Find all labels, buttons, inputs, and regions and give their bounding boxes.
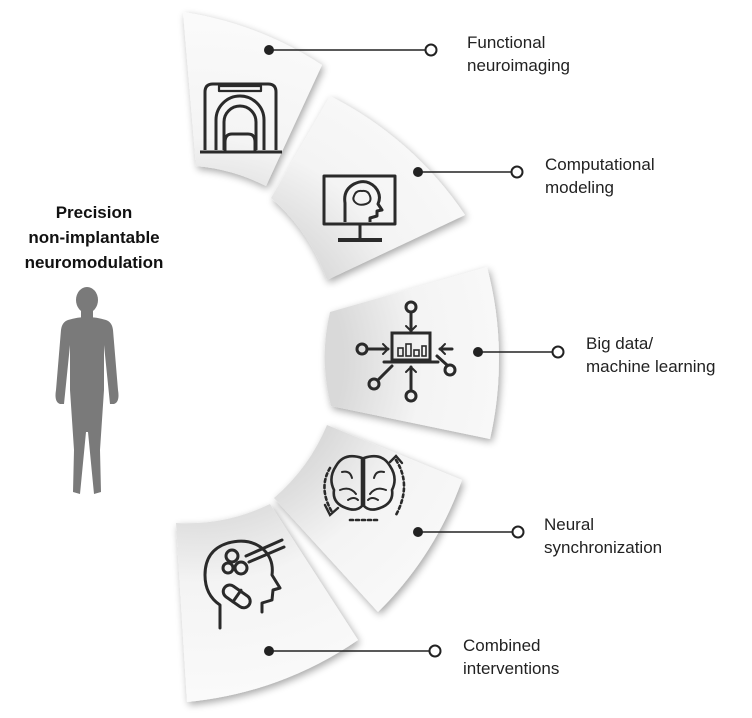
label-computational-modeling: Computational modeling <box>545 153 655 199</box>
label-line-1: Computational <box>545 155 655 174</box>
connector-dot-2 <box>413 167 423 177</box>
label-line-1: Neural <box>544 515 595 534</box>
connector-dot-1 <box>264 45 274 55</box>
label-line-1: Big data/ <box>586 334 654 353</box>
head-pill-key-icon <box>203 538 286 630</box>
human-figure-icon <box>55 287 119 494</box>
panel-neural-synchronization <box>274 425 462 612</box>
label-line-2: interventions <box>463 659 560 678</box>
label-line-2: modeling <box>545 178 614 197</box>
label-line-2: synchronization <box>544 538 663 557</box>
connector-dot-4 <box>413 527 423 537</box>
brain-cycle-icon <box>323 454 406 522</box>
label-line-1: Functional <box>467 33 546 52</box>
label-line-2: neuroimaging <box>467 56 571 75</box>
connector-end-4 <box>511 525 525 539</box>
connector-end-3 <box>551 345 565 359</box>
label-line-1: Combined <box>463 636 541 655</box>
diagram-title: Precision non-implantable neuromodulatio… <box>0 200 194 275</box>
label-neural-synchronization: Neural synchronization <box>544 513 662 559</box>
label-line-2: machine learning <box>586 357 716 376</box>
panel-computational-modeling <box>271 96 465 280</box>
laptop-network-icon <box>355 300 457 403</box>
label-combined-interventions: Combined interventions <box>463 634 559 680</box>
connector-end-1 <box>424 43 438 57</box>
title-line-3: neuromodulation <box>24 253 164 272</box>
label-functional-neuroimaging: Functional neuroimaging <box>467 31 570 77</box>
label-big-data: Big data/ machine learning <box>586 332 715 378</box>
connector-end-2 <box>510 165 524 179</box>
connector-dot-3 <box>473 347 483 357</box>
title-line-2: non-implantable <box>28 228 160 247</box>
mri-scanner-icon <box>200 82 282 154</box>
title-line-1: Precision <box>55 203 133 222</box>
panel-big-data <box>324 267 499 439</box>
computer-brain-icon <box>322 174 397 242</box>
connector-dot-5 <box>264 646 274 656</box>
connector-end-5 <box>428 644 442 658</box>
